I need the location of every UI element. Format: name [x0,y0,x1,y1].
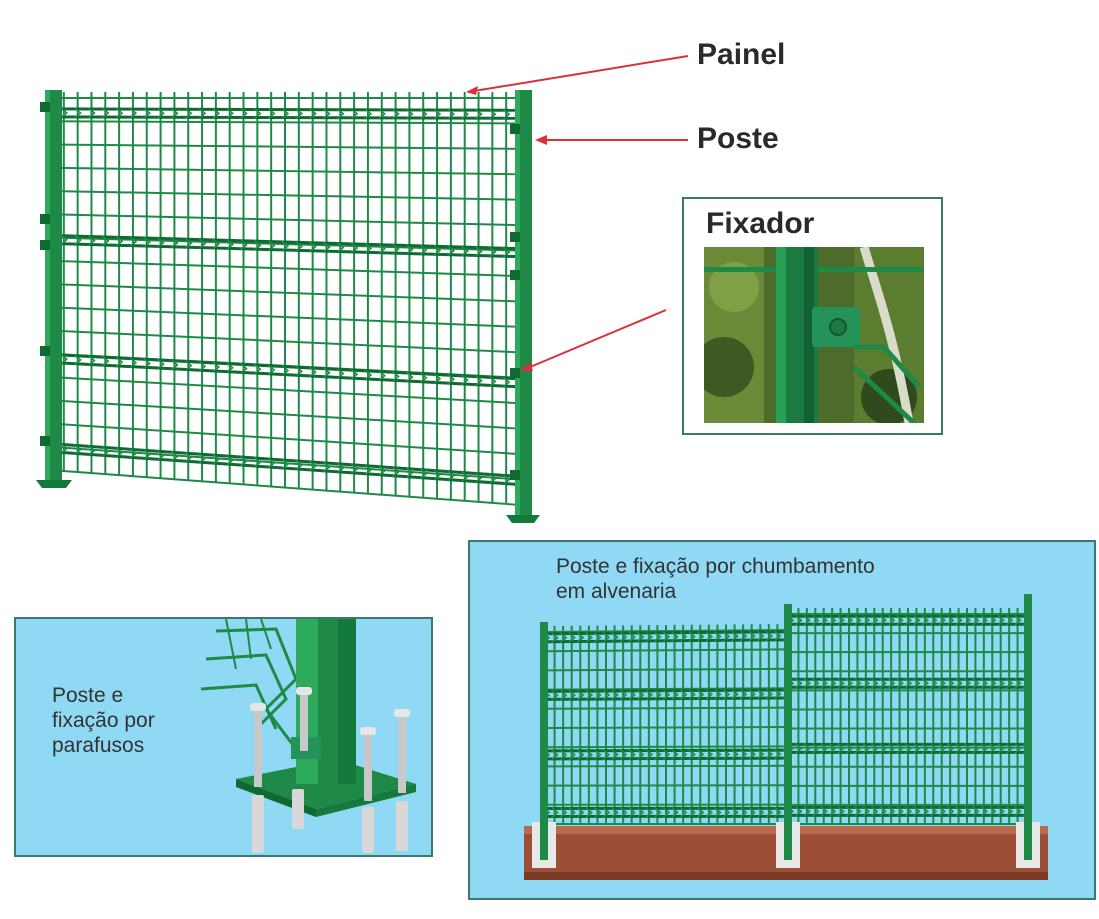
caption-parafusos-line-1: Poste e [52,684,124,707]
fence-illustration [36,55,689,523]
caption-parafusos-line-2: fixação por [52,709,155,732]
caption-chumbamento: Poste e fixação por chumbamento em alven… [556,554,875,604]
bolted-post-illustration [200,619,416,853]
anchor-bolts [250,687,410,853]
fixador-inset: Fixador [682,197,943,435]
masonry-fence-illustration [524,594,1048,880]
caption-chumbamento-line-2: em alvenaria [556,580,677,603]
label-poste: Poste [697,122,779,155]
arrow-fixador [522,309,667,371]
arrow-painel [467,55,689,93]
post-right-base [506,515,540,523]
label-painel: Painel [697,38,786,71]
post-c [1024,594,1032,860]
post-a [540,622,548,860]
caption-parafusos: Poste e fixação por parafusos [52,683,155,758]
fence-panel [46,92,525,506]
label-fixador: Fixador [706,207,815,240]
caption-chumbamento-line-1: Poste e fixação por chumbamento [556,555,875,578]
fixador-photo [704,247,924,423]
post-b [784,604,792,860]
post-left-base [36,480,72,488]
inset-parafusos: Poste e fixação por parafusos [14,617,433,857]
caption-parafusos-line-3: parafusos [52,734,145,757]
inset-chumbamento: Poste e fixação por chumbamento em alven… [468,540,1096,900]
